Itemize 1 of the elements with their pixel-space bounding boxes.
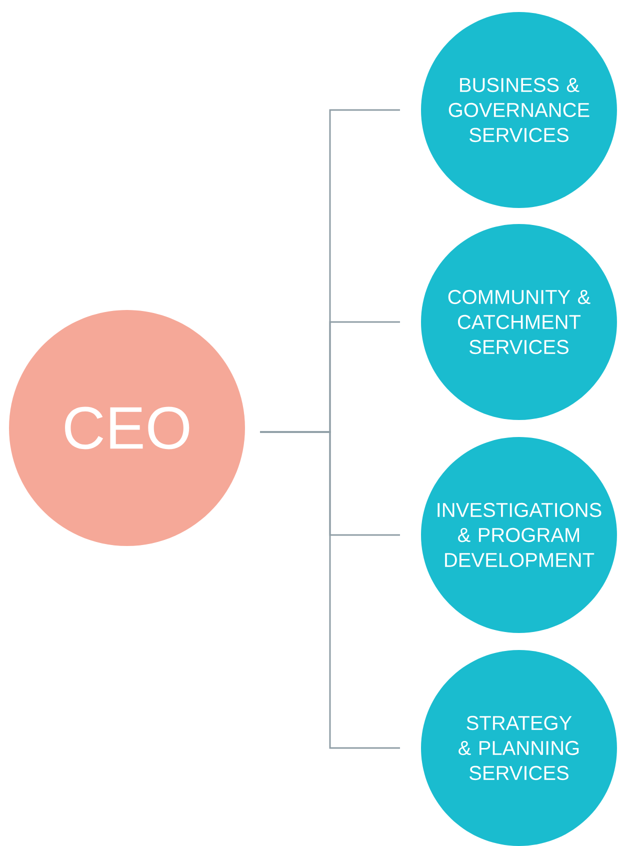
connector-line	[260, 431, 400, 749]
